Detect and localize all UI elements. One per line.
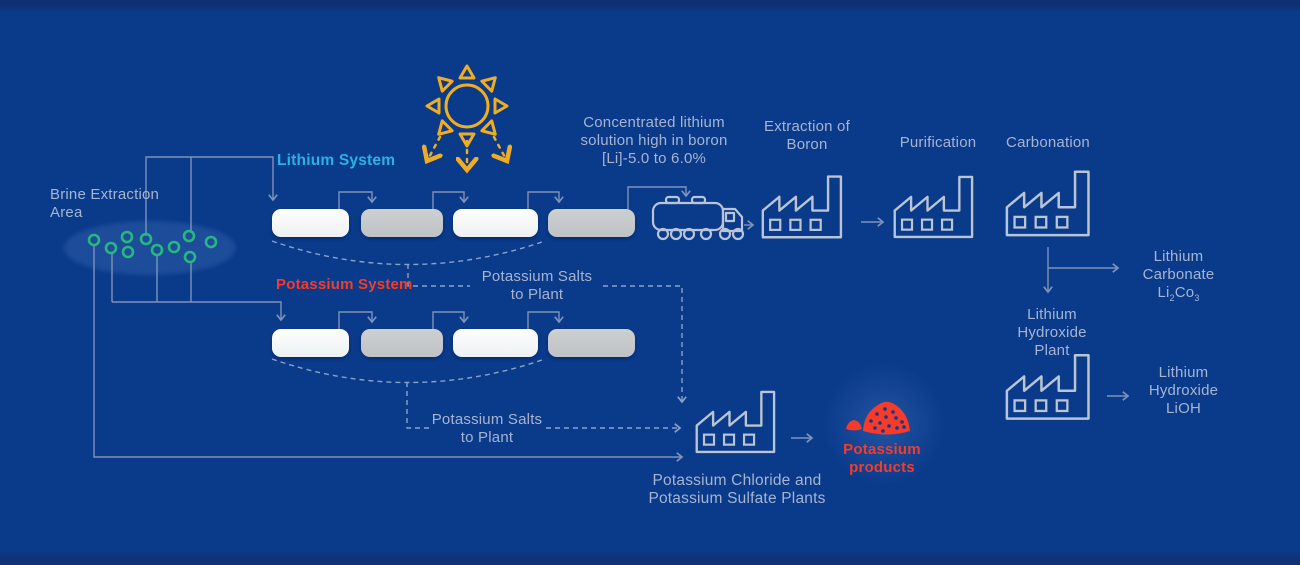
hydroxide-product-line2: Hydroxide <box>1148 382 1219 399</box>
potassium-products-line2: products <box>849 459 915 476</box>
lithium-system-label: Lithium System <box>277 152 396 169</box>
potassium-pond-4 <box>548 329 635 357</box>
salts-upper-line2: to Plant <box>510 286 564 303</box>
lithium-hydroxide-plant-label: Lithium Hydroxide Plant <box>1002 306 1102 360</box>
lithium-hydroxide-product-label: Lithium Hydroxide LiOH <box>1131 364 1236 418</box>
potassium-pond-3 <box>453 329 538 357</box>
potassium-plants-line1: Potassium Chloride and <box>652 472 822 489</box>
salts-lower-line1: Potassium Salts <box>431 411 543 428</box>
carbonate-line1: Lithium <box>1153 248 1204 265</box>
purification-label: Purification <box>899 134 977 151</box>
hydroxide-plant-line1: Lithium <box>1027 306 1077 323</box>
potassium-plants-factory-icon <box>695 390 776 454</box>
brine-label-line1: Brine Extraction <box>50 186 160 203</box>
salts-upper-line1: Potassium Salts <box>481 268 593 285</box>
brine-pool-ellipse <box>64 221 236 275</box>
potassium-products-label: Potassium products <box>830 441 934 477</box>
hydroxide-plant-line2: Hydroxide <box>1017 324 1087 341</box>
lithium-pond-3 <box>453 209 538 237</box>
hydroxide-product-line1: Lithium <box>1158 364 1209 381</box>
evaporation-arrows-icon <box>427 135 507 170</box>
potassium-products-line1: Potassium <box>843 441 921 458</box>
concentrated-line1: Concentrated lithium <box>583 114 725 131</box>
lithium-pond-2 <box>361 209 443 237</box>
salts-lower-line2: to Plant <box>460 429 514 446</box>
concentrated-line3: [Li]-5.0 to 6.0% <box>601 150 707 167</box>
brine-label-line2: Area <box>50 204 83 221</box>
carbonate-formula: Li2Co3 <box>1157 284 1200 303</box>
lithium-carbonate-label: Lithium Carbonate Li2Co3 <box>1126 248 1231 303</box>
sun-icon <box>425 64 509 148</box>
lithium-hydroxide-plant-factory-icon <box>1005 354 1090 420</box>
concentrated-line2: solution high in boron <box>580 132 728 149</box>
solid-connectors <box>93 156 1130 462</box>
carbonation-factory-icon <box>1005 170 1090 237</box>
purification-factory-icon <box>893 175 974 239</box>
potassium-salts-to-plant-lower-label: Potassium Salts to Plant <box>427 411 547 447</box>
concentrated-solution-label: Concentrated lithium solution high in bo… <box>549 114 759 168</box>
potassium-system-label: Potassium System <box>276 276 413 293</box>
hydroxide-product-line3: LiOH <box>1166 400 1201 417</box>
hydroxide-plant-line3: Plant <box>1034 342 1070 359</box>
potassium-pile-icon <box>846 401 910 435</box>
brine-bubbles-icon <box>87 229 218 264</box>
extraction-line1: Extraction of <box>764 118 850 135</box>
tanker-truck-icon <box>651 195 745 241</box>
potassium-pond-1 <box>272 329 349 357</box>
potassium-plants-label: Potassium Chloride and Potassium Sulfate… <box>627 472 847 508</box>
carbonation-label: Carbonation <box>1006 134 1090 151</box>
potassium-salts-to-plant-upper-label: Potassium Salts to Plant <box>477 268 597 304</box>
potassium-plants-line2: Potassium Sulfate Plants <box>648 490 826 507</box>
potassium-pond-2 <box>361 329 443 357</box>
lithium-pond-1 <box>272 209 349 237</box>
dashed-connectors <box>271 240 687 433</box>
extraction-of-boron-label: Extraction of Boron <box>751 118 863 154</box>
lithium-pond-4 <box>548 209 635 237</box>
brine-extraction-area-label: Brine Extraction Area <box>50 186 190 222</box>
extraction-line2: Boron <box>786 136 828 153</box>
carbonate-line2: Carbonate <box>1142 266 1215 283</box>
extraction-of-boron-factory-icon <box>761 175 843 239</box>
